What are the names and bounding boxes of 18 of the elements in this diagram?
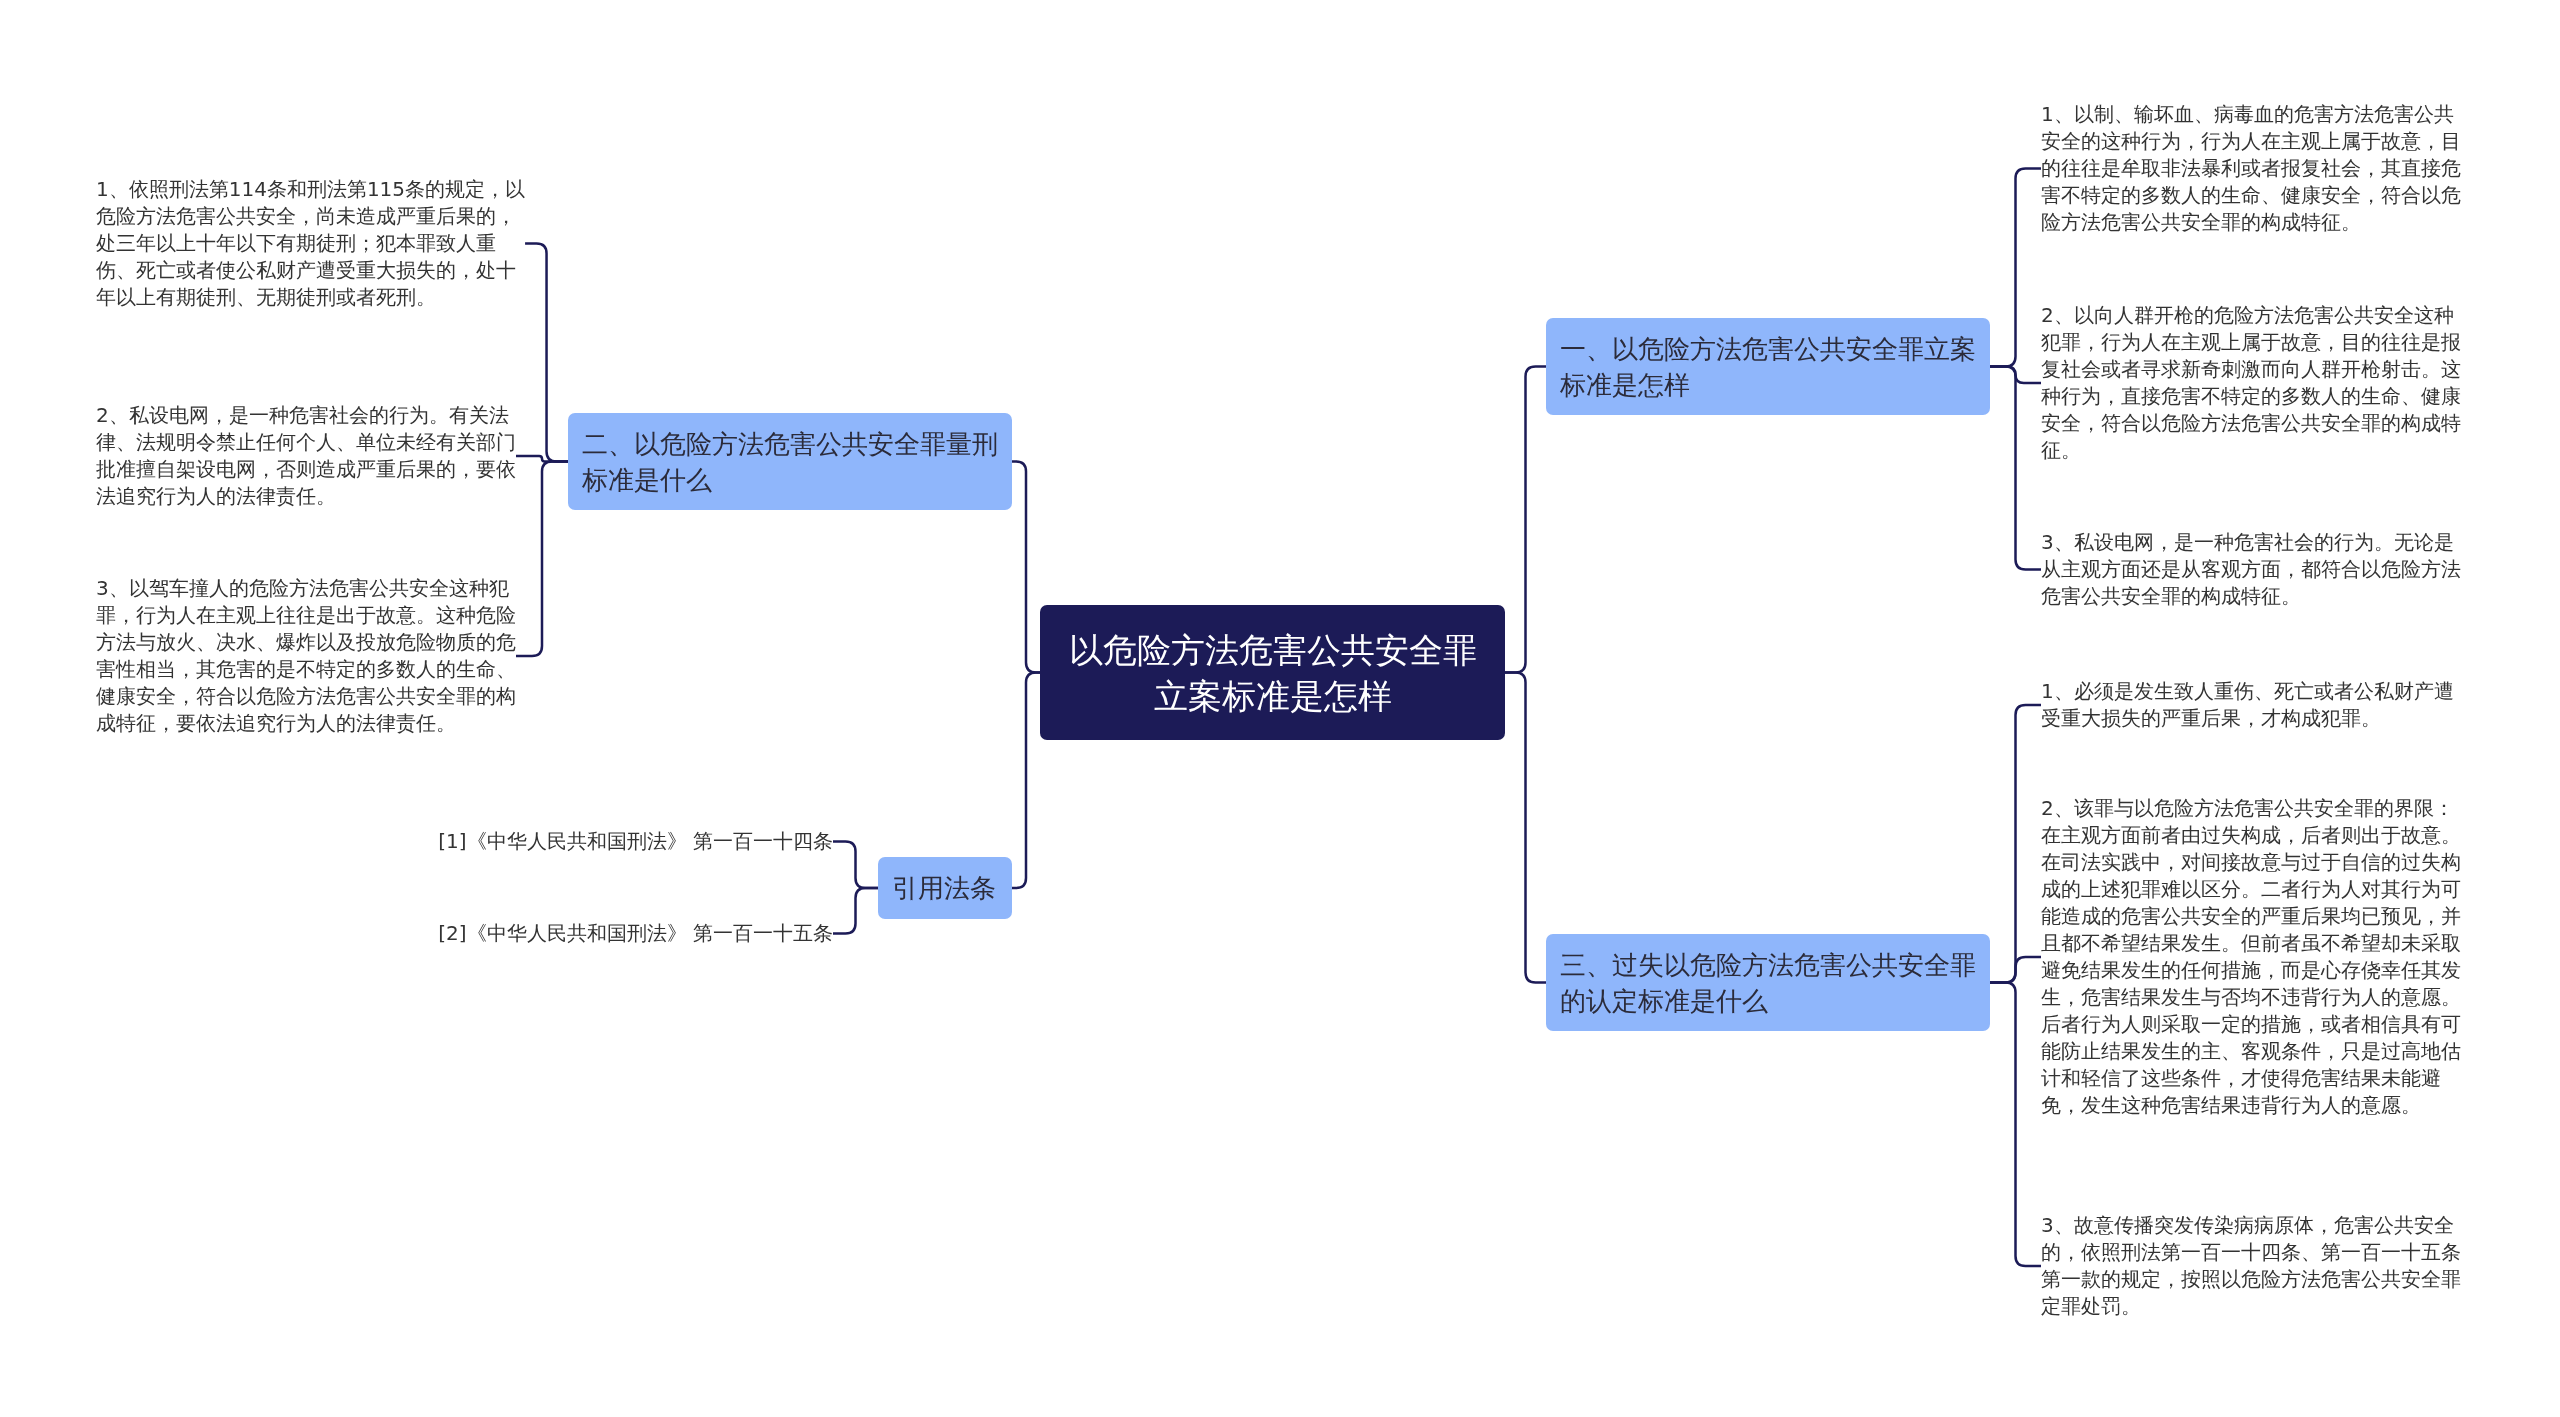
note-text: 1、以制、输坏血、病毒血的危害方法危害公共安全的这种行为，行为人在主观上属于故意，目的往往是牟取非法暴利或者报复社会，其直接危害不特定的多数人的生命、健康安全，符合以危险方法危害公共安全罪的构成特征。 [2041,101,2471,236]
topic-box: 二、以危险方法危害公共安全罪量刑标准是什么 [568,413,1012,510]
connector-line [1505,671,1546,984]
topic-box: 引用法条 [878,857,1012,919]
topic-box: 三、过失以危险方法危害公共安全罪的认定标准是什么 [1546,934,1990,1031]
note-text: 2、以向人群开枪的危险方法危害公共安全这种犯罪，行为人在主观上属于故意，目的往往是报复社会或者寻求新奇刺激而向人群开枪射击。这种行为，直接危害不特定的多数人的生命、健康安全，符合以危险方法危害公共安全罪的构成特征。 [2041,302,2471,464]
central-topic: 以危险方法危害公共安全罪立案标准是怎样 [1040,605,1505,740]
note-text: 1、必须是发生致人重伤、死亡或者公私财产遭受重大损失的严重后果，才构成犯罪。 [2041,678,2471,732]
note-text: 3、以驾车撞人的危险方法危害公共安全这种犯罪，行为人在主观上往往是出于故意。这种危险方法与放火、决水、爆炸以及投放危险物质的危害性相当，其危害的是不特定的多数人的生命、健康安全，符合以危险方法危害公共安全罪的构成特征，要依法追究行为人的法律责任。 [96,575,526,737]
note-text: 3、故意传播突发传染病病原体，危害公共安全的，依照刑法第一百一十四条、第一百一十五条第一款的规定，按照以危险方法危害公共安全罪定罪处罚。 [2041,1212,2471,1320]
note-text: 2、私设电网，是一种危害社会的行为。有关法律、法规明令禁止任何个人、单位未经有关部门批准擅自架设电网，否则造成严重后果的，要依法追究行为人的法律责任。 [96,402,526,510]
topic-box: 一、以危险方法危害公共安全罪立案标准是怎样 [1546,318,1990,415]
connector-line [833,886,878,935]
note-text: 1、依照刑法第114条和刑法第115条的规定，以危险方法危害公共安全，尚未造成严重后果的，处三年以上十年以下有期徒刑；犯本罪致人重伤、死亡或者使公私财产遭受重大损失的，处十年以上有期徒刑、无期徒刑或者死刑。 [96,176,526,311]
note-text: 3、私设电网，是一种危害社会的行为。无论是从主观方面还是从客观方面，都符合以危险方法危害公共安全罪的构成特征。 [2041,529,2471,610]
citation-text: [2]《中华人民共和国刑法》 第一百一十五条 [383,920,833,947]
citation-text: [1]《中华人民共和国刑法》 第一百一十四条 [383,828,833,855]
note-text: 2、该罪与以危险方法危害公共安全罪的界限：在主观方面前者由过失构成，后者则出于故意。在司法实践中，对间接故意与过于自信的过失构成的上述犯罪难以区分。二者行为人对其行为可能造成的危害公共安全的严重后果均已预见，并且都不希望结果发生。但前者虽不希望却未采取避免结果发生的任何措施，而是心存侥幸任其发生，危害结果发生与否均不违背行为人的意愿。后者行为人则采取一定的措施，或者相信具有可能防止结果发生的主、客观条件，只是过高地估计和轻信了这些条件，才使得危害结果未能避免，发生这种危害结果违背行为人的意愿。 [2041,795,2471,1119]
